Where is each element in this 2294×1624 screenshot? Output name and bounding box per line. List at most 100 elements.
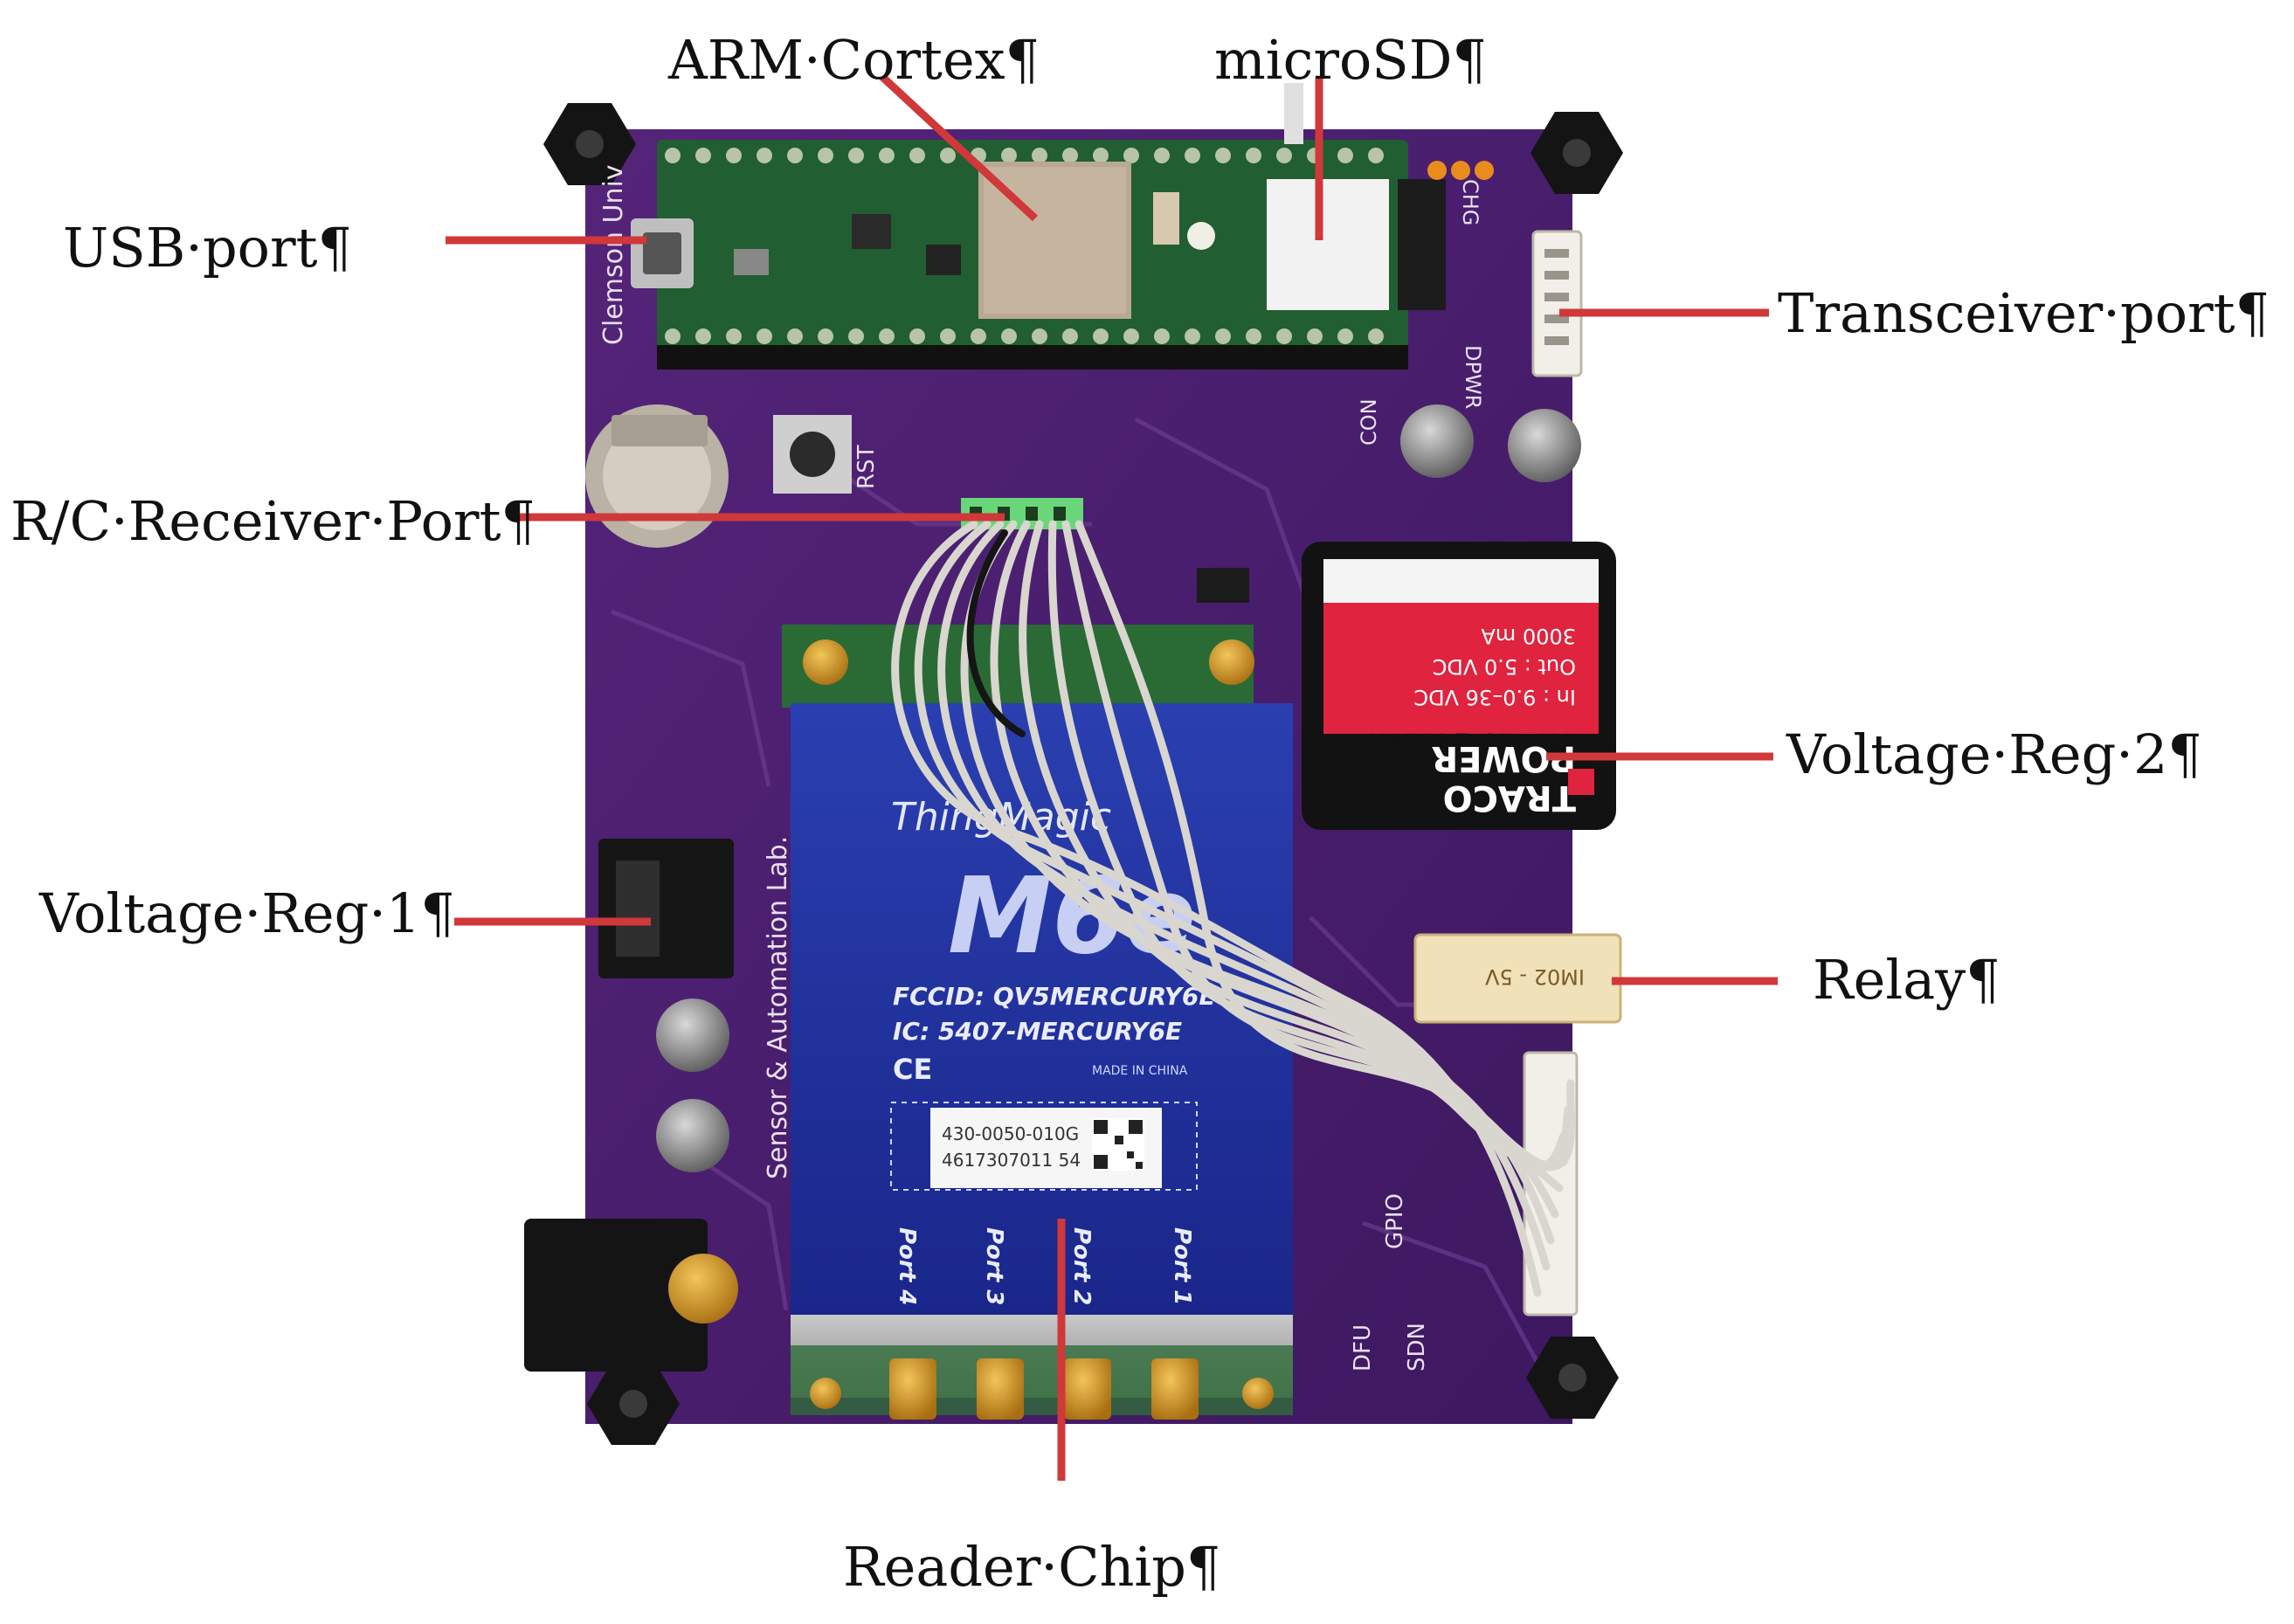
board-text-con: CON <box>1357 398 1381 446</box>
dc-barrel-jack <box>524 1219 738 1372</box>
board-text-gpio: GPIO <box>1382 1193 1408 1249</box>
header-pin <box>1093 148 1109 163</box>
board-text-sensor-lab: Sensor & Automation Lab. <box>763 836 793 1179</box>
standoff-top-left <box>543 103 636 185</box>
sma-connector-1 <box>1151 1358 1199 1420</box>
label-usb-port: USB·port¶ <box>63 216 352 280</box>
label-relay: Relay¶ <box>1813 948 2000 1012</box>
header-pin <box>726 148 742 163</box>
traco-output-text: Out : 5.0 VDC <box>1433 654 1576 679</box>
header-pin <box>1001 148 1017 163</box>
header-pin <box>971 328 986 344</box>
traco-input-text: In : 9.0–36 VDC <box>1413 685 1576 709</box>
header-pin <box>665 328 681 344</box>
header-pin <box>879 328 895 344</box>
small-ic <box>1197 568 1249 603</box>
relay-marking-text: IM02 - 5V <box>1484 964 1585 989</box>
traco-brand-top: TRACO <box>1443 777 1576 818</box>
reader-made-in-text: MADE IN CHINA <box>1092 1064 1188 1078</box>
leader-line-arm-cortex <box>879 73 1039 222</box>
ribbon-cable <box>891 520 1575 1297</box>
header-pin <box>787 328 803 344</box>
leader-lines <box>446 73 1778 1481</box>
sma-connector-4 <box>889 1358 936 1420</box>
header-pin <box>1276 148 1292 163</box>
board-text-sdn: SDN <box>1404 1323 1430 1372</box>
board-text-rst: RST <box>853 445 880 489</box>
header-pin <box>1276 328 1292 344</box>
header-pin <box>1154 148 1170 163</box>
traco-power-module: THL 15-2411WI In : 9.0–36 VDC Out : 5.0 … <box>1302 542 1616 830</box>
board-text-dfu: DFU <box>1350 1324 1376 1372</box>
reader-port-label-3: Port 3 <box>981 1227 1007 1305</box>
transceiver-port <box>1531 230 1583 377</box>
header-pin <box>1062 148 1078 163</box>
traco-model-text: THL 15-2411WI <box>1366 728 1576 757</box>
header-pin <box>1215 328 1231 344</box>
capacitor-left-1 <box>656 999 729 1072</box>
header-pin <box>757 148 772 163</box>
reader-port-label-4: Port 4 <box>894 1227 920 1305</box>
header-pin <box>848 328 864 344</box>
label-arm-cortex: ARM·Cortex¶ <box>667 28 1040 92</box>
teensy-board <box>657 140 1408 370</box>
header-pin <box>1154 328 1170 344</box>
qr-code <box>1092 1118 1144 1171</box>
header-pin <box>818 148 833 163</box>
capacitor-top-1 <box>1400 404 1474 478</box>
label-transceiver-port: Transceiver·port¶ <box>1778 281 2270 345</box>
header-pin <box>1368 148 1384 163</box>
header-pin <box>695 148 711 163</box>
header-pin <box>1062 328 1078 344</box>
sma-connectors <box>810 1358 1274 1420</box>
header-pin <box>1032 148 1047 163</box>
reset-button <box>773 415 852 494</box>
header-pin <box>909 148 925 163</box>
header-pin <box>1307 328 1323 344</box>
voltage-regulator-1 <box>598 839 734 978</box>
header-pin <box>1215 148 1231 163</box>
standoff-top-right <box>1530 112 1623 194</box>
header-pin <box>695 328 711 344</box>
capacitor-top-2 <box>1508 409 1581 482</box>
board-text-dpwr: DPWR <box>1461 345 1485 409</box>
header-pin <box>1185 328 1200 344</box>
header-pin <box>1093 328 1109 344</box>
header-pin <box>1123 148 1139 163</box>
orange-pins <box>1427 161 1494 180</box>
reader-ic-text: IC: 5407-MERCURY6E <box>893 1017 1182 1046</box>
header-pin <box>1032 328 1047 344</box>
coin-cell-battery <box>585 404 729 548</box>
traco-current-text: 3000 mA <box>1481 624 1576 648</box>
header-pin <box>940 148 956 163</box>
reader-port-label-1: Port 1 <box>1169 1227 1195 1305</box>
label-reader-chip: Reader·Chip¶ <box>843 1535 1220 1599</box>
label-voltage-reg-2: Voltage·Reg·2¶ <box>1786 722 2202 786</box>
label-voltage-reg-1: Voltage·Reg·1¶ <box>38 881 455 945</box>
standoff-bottom-left <box>587 1363 680 1445</box>
reader-serial-1: 430-0050-010G <box>942 1123 1079 1144</box>
sma-connector-2 <box>1064 1358 1111 1420</box>
sma-connector-3 <box>977 1358 1024 1420</box>
reader-ce-text: CE <box>893 1053 932 1086</box>
microsd-slot <box>1267 83 1446 310</box>
header-pin <box>726 328 742 344</box>
label-rc-receiver-port: R/C·Receiver·Port¶ <box>10 489 535 553</box>
usb-port <box>631 218 694 288</box>
label-microsd: microSD¶ <box>1214 28 1487 92</box>
header-pin <box>1001 328 1017 344</box>
reader-serial-2: 4617307011 54 <box>942 1150 1081 1171</box>
header-pin <box>1246 148 1261 163</box>
reader-fccid-text: FCCID: QV5MERCURY6E <box>893 982 1216 1011</box>
standoff-bottom-right <box>1526 1337 1619 1419</box>
header-pin <box>909 328 925 344</box>
capacitor-left-2 <box>656 1099 729 1172</box>
header-pin <box>1337 148 1353 163</box>
header-pin <box>1368 328 1384 344</box>
header-pin <box>1246 328 1261 344</box>
header-pin <box>787 148 803 163</box>
header-pin <box>1185 148 1200 163</box>
header-pin <box>757 328 772 344</box>
board-text-chg: CHG <box>1458 179 1482 225</box>
